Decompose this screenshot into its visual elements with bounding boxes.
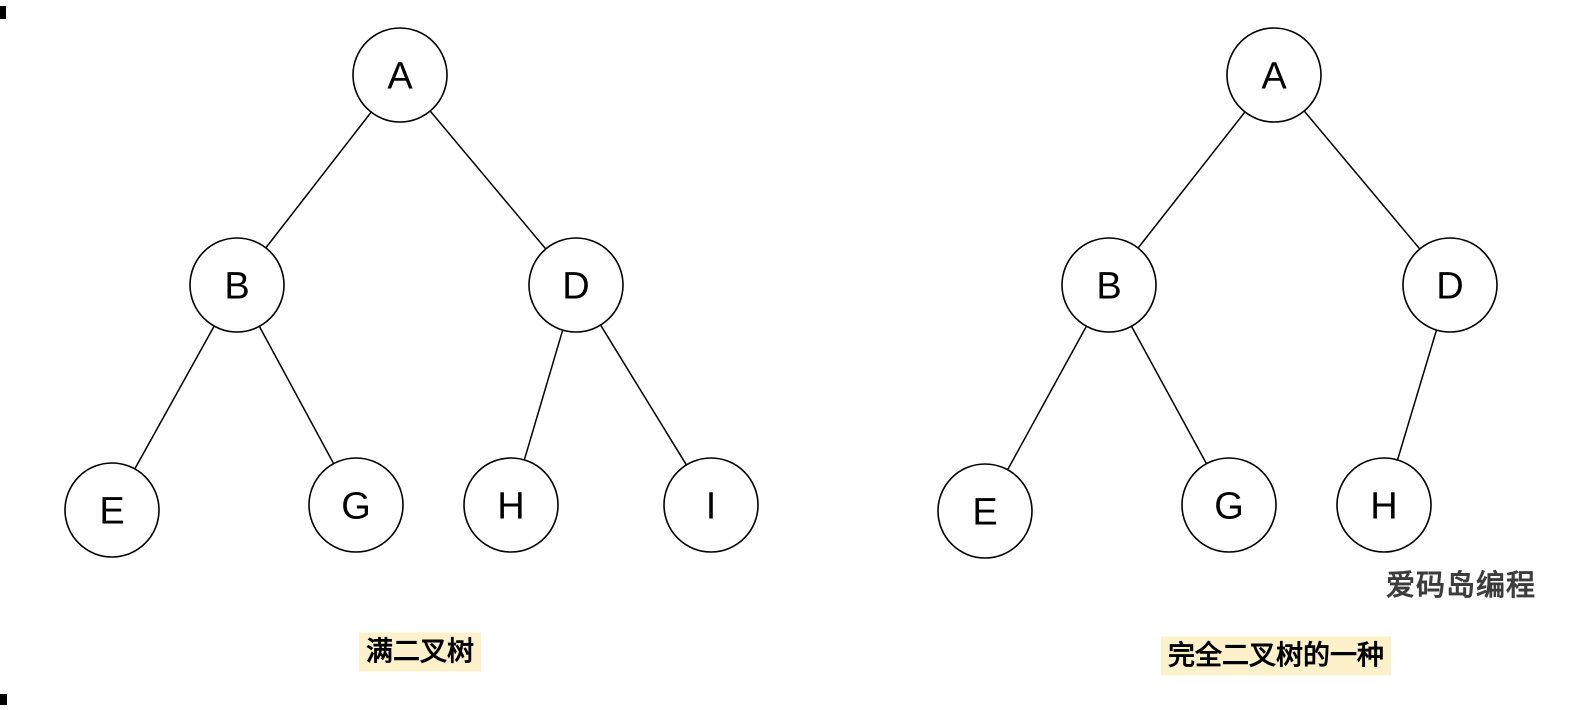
tree-node-G [1181,457,1277,553]
watermark-text: 爱码岛编程 [1385,568,1537,602]
tree-node-label-H: H [497,485,524,527]
tree-node-B [1061,237,1157,333]
edge-B-E [1006,325,1088,471]
tree-node-label-G: G [341,485,371,527]
edge-D-H [523,329,564,461]
tree-node-G [308,457,404,553]
edge-B-G [1130,325,1208,465]
caption-complete-binary-tree: 完全二叉树的一种 [1161,636,1391,676]
edge-A-B [265,111,372,249]
tree-node-D [528,237,624,333]
tree-node-E [64,462,160,558]
edge-D-H [1396,329,1438,461]
tree-node-label-G: G [1214,485,1244,527]
tree-node-label-A: A [1261,55,1287,97]
tree-node-label-D: D [562,265,589,307]
tree-node-H [463,457,559,553]
tree-node-label-E: E [99,490,124,532]
tree-node-I [663,457,759,553]
tree-node-label-B: B [224,265,249,307]
caption-full-binary-tree: 满二叉树 [359,632,481,672]
edge-A-B [1137,111,1246,249]
edge-A-D [429,110,547,250]
tree-node-label-A: A [387,55,413,97]
tree-node-E [937,463,1033,559]
tree-node-H [1336,457,1432,553]
edge-D-I [599,324,688,466]
tree-node-label-D: D [1436,265,1463,307]
tree-node-label-H: H [1370,485,1397,527]
tree-node-B [189,237,285,333]
tree-node-label-B: B [1096,265,1121,307]
edge-B-E [134,325,215,470]
tree-node-A [352,27,448,123]
edge-A-D [1303,110,1421,250]
tree-node-label-E: E [972,491,997,533]
tree-complete-binary-tree: A B D E G H [937,27,1498,559]
tree-node-label-I: I [706,485,717,527]
tree-node-A [1226,27,1322,123]
tree-node-D [1402,237,1498,333]
scan-artifact-top-left [0,6,6,19]
edge-B-G [258,325,335,465]
tree-full-binary-tree: A B D E G H I [64,27,759,558]
scan-artifact-bottom-left [0,694,7,705]
